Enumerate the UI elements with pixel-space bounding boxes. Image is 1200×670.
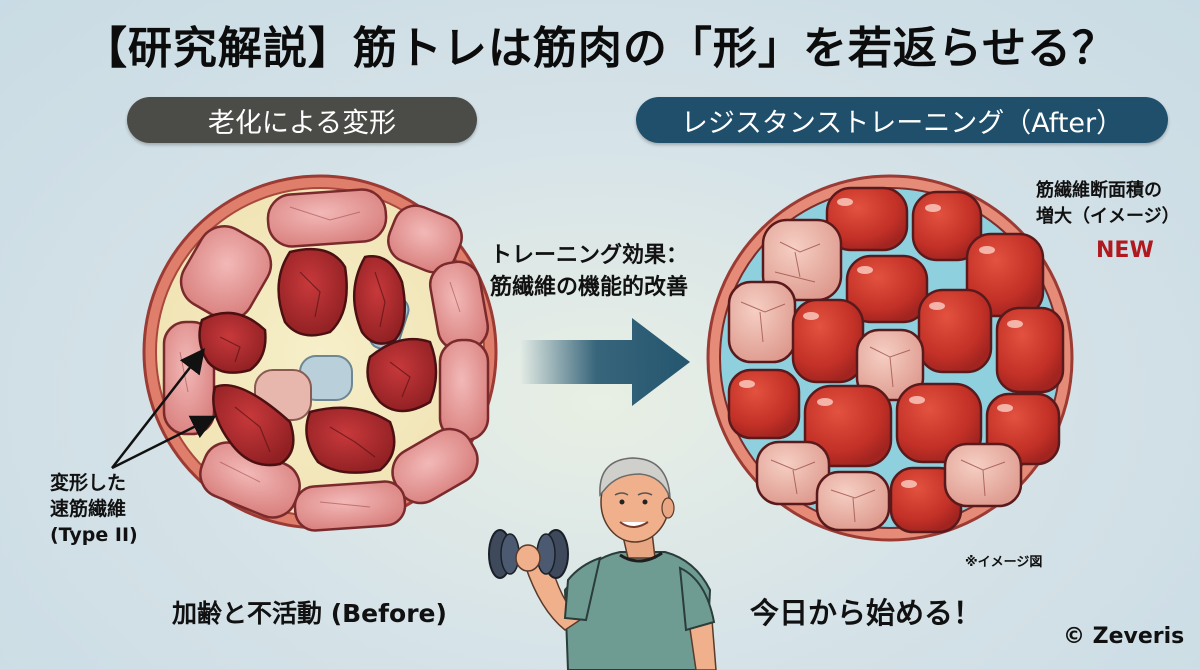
- annotation-line: 増大（イメージ）: [1036, 206, 1180, 227]
- after-caption: 今日から始める！: [750, 596, 983, 630]
- after-header-label: レジスタンストレーニング（After）: [680, 107, 1124, 139]
- annotation-line: 筋繊維断面積の: [1036, 180, 1162, 201]
- annotation-line: 速筋繊維: [50, 498, 127, 520]
- copyright-text: © Zeveris: [1063, 624, 1185, 649]
- page-title: 【研究解説】筋トレは筋肉の「形」を若返らせる？: [82, 23, 1118, 74]
- training-effect-text: トレーニング効果： 筋繊維の機能的改善: [490, 240, 688, 304]
- after-header-pill: レジスタンストレーニング（After）: [636, 97, 1168, 143]
- after-muscle-cross-section: [705, 172, 1075, 544]
- deformed-fiber-pointer-arrows: [111, 348, 217, 470]
- elderly-man-dumbbell-illustration: [488, 457, 717, 670]
- before-header-label: 老化による変形: [207, 107, 397, 139]
- new-badge: NEW: [1096, 238, 1154, 263]
- deformed-fiber-annotation: 変形した 速筋繊維 (Type II): [50, 470, 138, 548]
- before-header-pill: 老化による変形: [127, 97, 477, 143]
- before-to-after-arrow-icon: [520, 318, 690, 406]
- effect-line: 筋繊維の機能的改善: [490, 275, 689, 300]
- annotation-line: 変形した: [50, 472, 127, 494]
- before-muscle-cross-section: [140, 172, 500, 532]
- cross-section-increase-annotation: 筋繊維断面積の 増大（イメージ）: [1036, 178, 1180, 230]
- before-caption: 加齢と不活動 (Before): [172, 599, 447, 628]
- illustration-note: ※イメージ図: [965, 555, 1043, 570]
- annotation-line: (Type II): [50, 524, 138, 546]
- effect-line: トレーニング効果：: [490, 243, 689, 268]
